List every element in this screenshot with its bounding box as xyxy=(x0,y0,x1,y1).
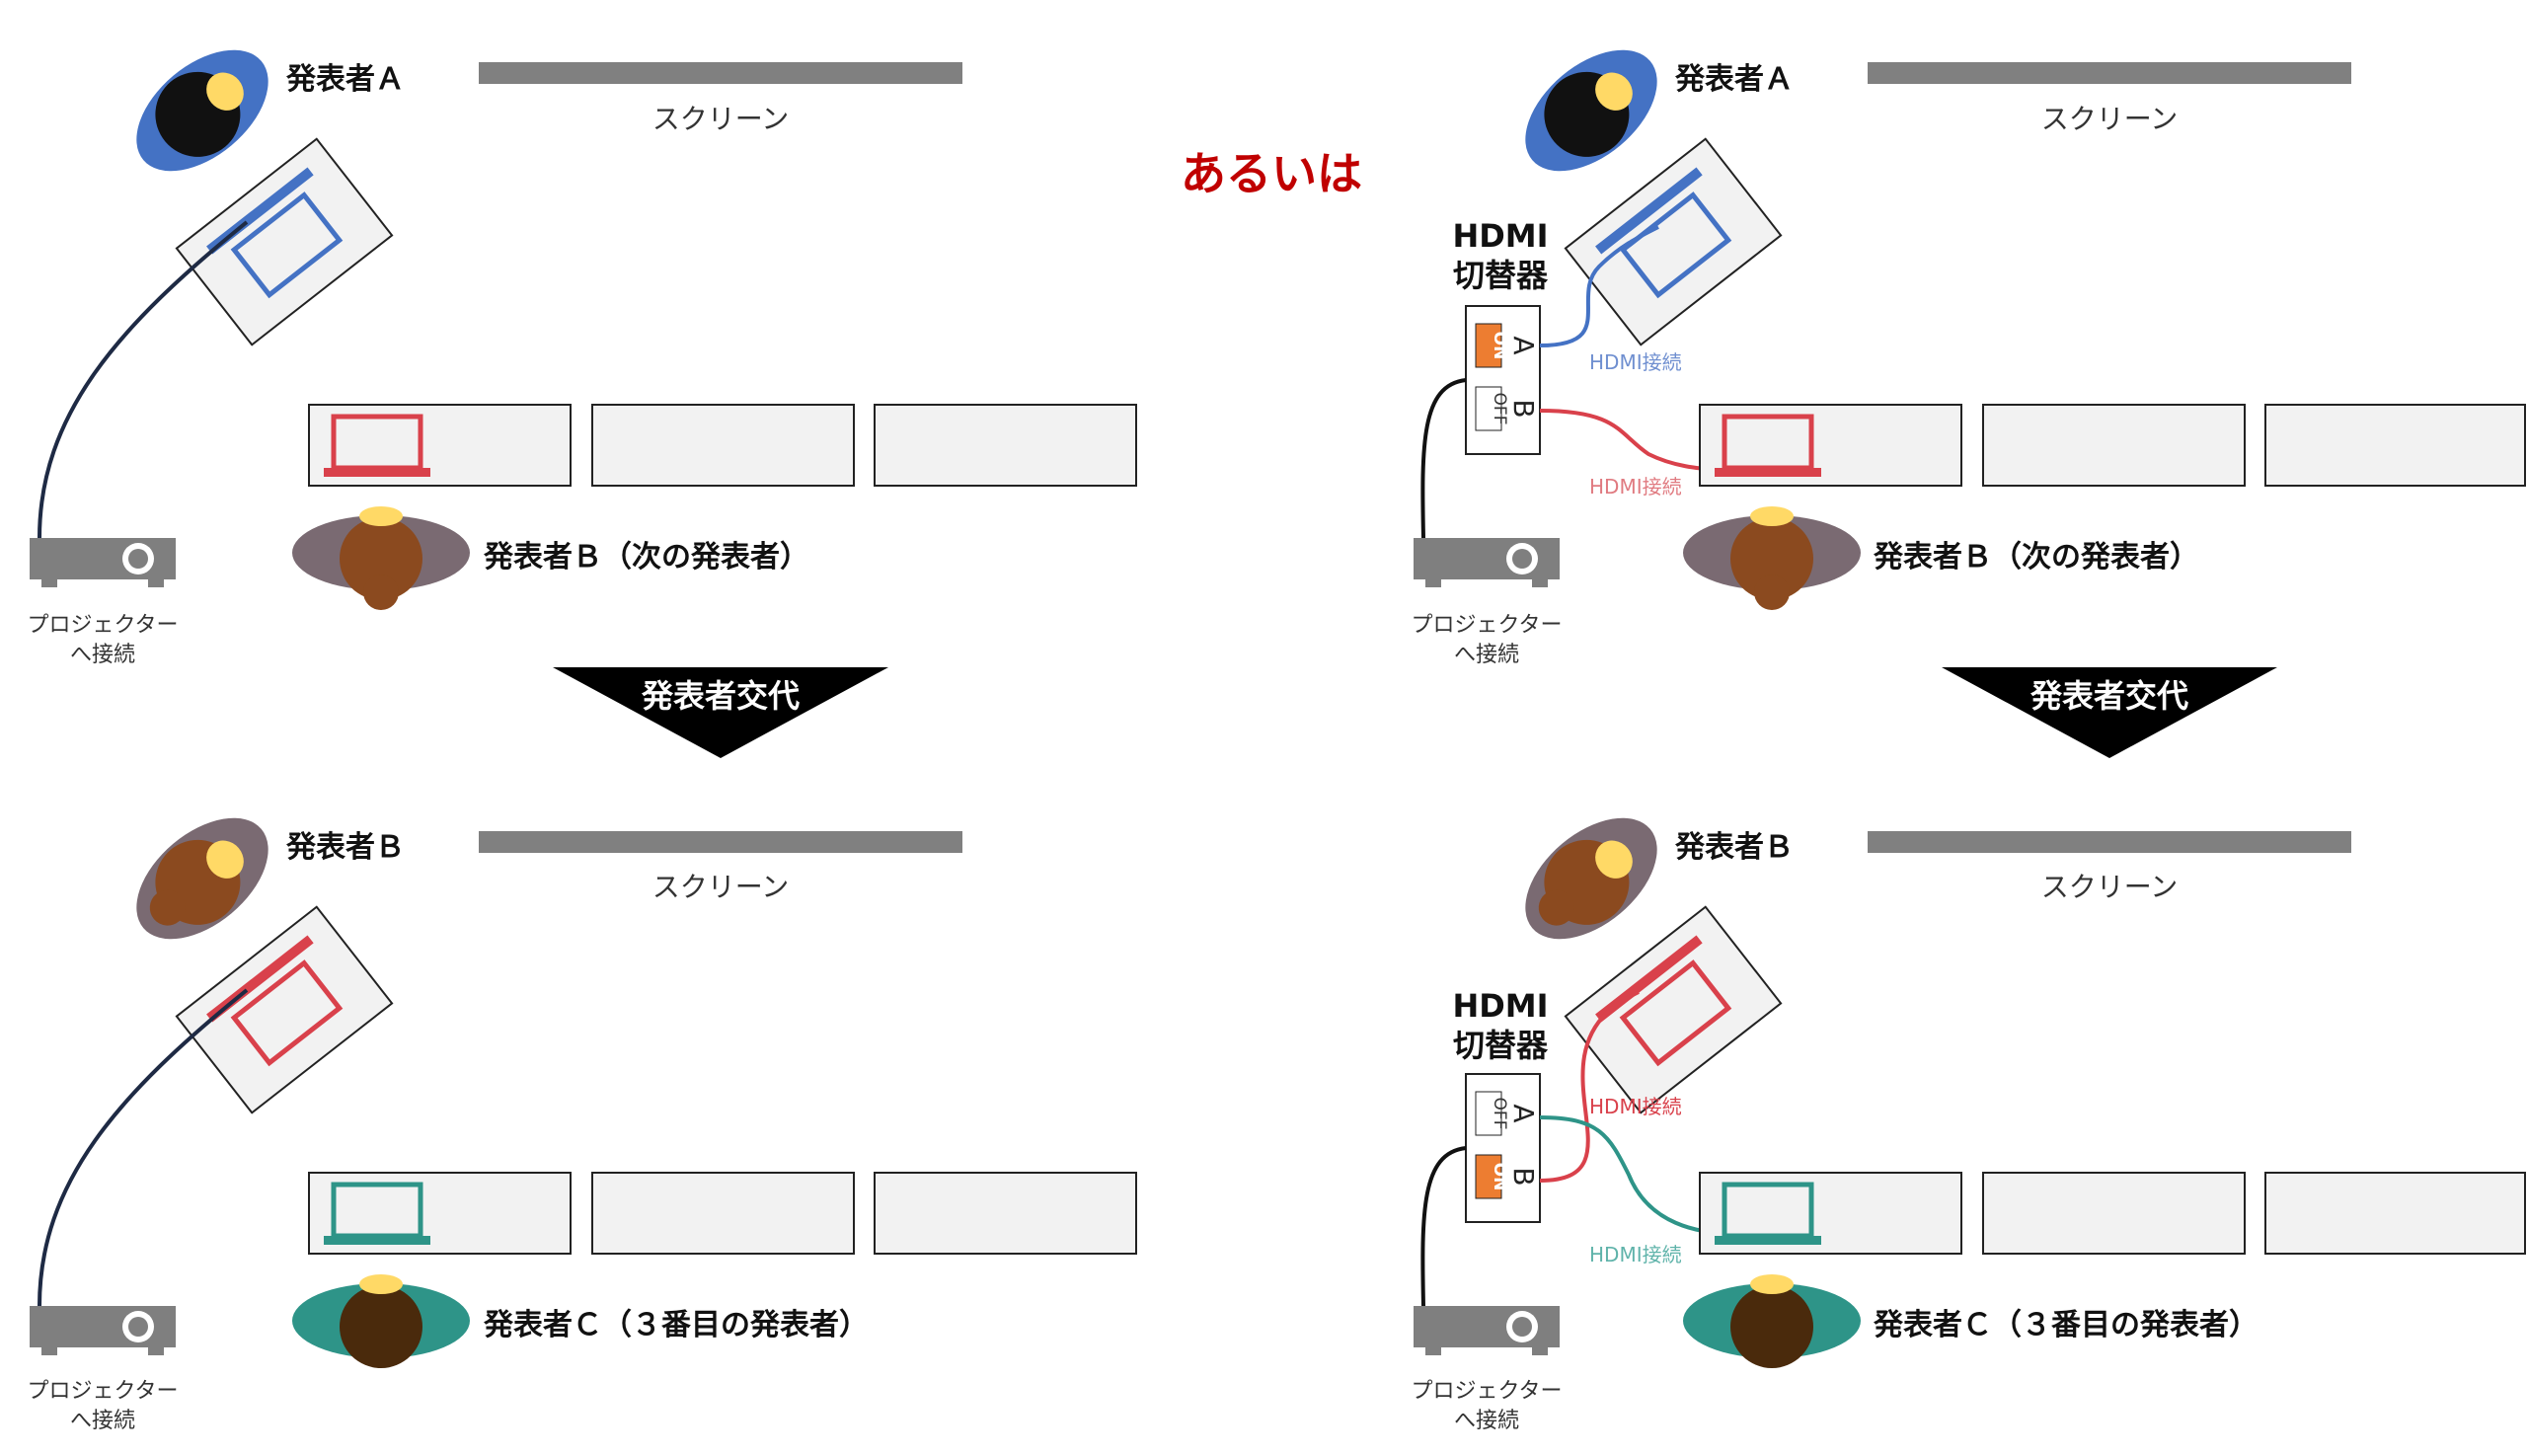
presenter-next-label: 発表者Ｂ（次の発表者） xyxy=(483,540,809,575)
screen-bar xyxy=(1868,831,2351,853)
presenter-front-label: 発表者Ａ xyxy=(285,62,405,97)
projector-label-1: プロジェクター xyxy=(1411,613,1562,638)
projector-cable xyxy=(38,220,249,539)
hdmi-connection-label: HDMI接続 xyxy=(1589,1243,1682,1266)
panel-left-bottom: スクリーン 発表者Ｂ プロジェクター へ接続 xyxy=(27,817,1137,1433)
table-2 xyxy=(1982,1172,2246,1255)
screen-bar xyxy=(479,831,962,853)
or-label: あるいは xyxy=(1181,147,1362,200)
hdmi-connection-label: HDMI接続 xyxy=(1589,1095,1682,1118)
table-3 xyxy=(874,404,1137,487)
laptop-icon xyxy=(1715,414,1821,477)
projector-label-1: プロジェクター xyxy=(1411,1379,1562,1404)
projector-label-1: プロジェクター xyxy=(27,1379,178,1404)
hdmi-switch: ON OFF A B xyxy=(1465,305,1541,455)
table-3 xyxy=(874,1172,1137,1255)
screen-label: スクリーン xyxy=(652,871,790,903)
panel-right-top: スクリーン 発表者Ａ HDMI 切替器 ON OFF A B HDMI接続 H xyxy=(1411,49,2526,667)
swap-banner-left: 発表者交代 xyxy=(553,667,888,758)
switch-a-on xyxy=(1475,323,1502,368)
podium-table xyxy=(175,905,394,1114)
screen-label: スクリーン xyxy=(652,103,790,135)
table-2 xyxy=(1982,404,2246,487)
svg-text:OFF: OFF xyxy=(1490,1098,1509,1130)
presenter-front-label: 発表者Ｂ xyxy=(1674,830,1794,865)
presenter-next-label: 発表者Ｂ（次の発表者） xyxy=(1873,540,2199,575)
projector-cable xyxy=(38,988,249,1307)
presenter-c-avatar xyxy=(1683,1274,1861,1368)
screen-label: スクリーン xyxy=(2041,103,2179,135)
projector-label-2: へ接続 xyxy=(1454,643,1519,667)
projector-icon xyxy=(30,1306,176,1355)
screen-bar xyxy=(1868,62,2351,84)
projector-label-2: へ接続 xyxy=(1454,1409,1519,1433)
laptop-icon xyxy=(324,414,430,477)
hdmi-cable-red xyxy=(1539,990,1640,1183)
laptop-icon xyxy=(230,192,344,299)
table-2 xyxy=(591,1172,855,1255)
presenter-front-label: 発表者Ｂ xyxy=(285,830,405,865)
presenter-c-avatar xyxy=(292,1274,470,1368)
port-b-label: B xyxy=(1507,399,1540,418)
port-a-label: A xyxy=(1507,336,1540,354)
presenter-front-label: 発表者Ａ xyxy=(1674,62,1794,97)
hdmi-switch-label-2: 切替器 xyxy=(1453,257,1549,294)
switch-a-off xyxy=(1475,1091,1502,1136)
svg-text:発表者交代: 発表者交代 xyxy=(641,677,800,715)
projector-cable xyxy=(1420,378,1467,539)
presenter-b-avatar xyxy=(1683,506,1861,610)
switch-b-on xyxy=(1475,1154,1502,1199)
hdmi-switch-label-1: HDMI xyxy=(1452,987,1548,1025)
table-3 xyxy=(2264,1172,2526,1255)
laptop-icon xyxy=(1619,959,1732,1067)
presenter-b-avatar xyxy=(1525,817,1657,940)
panel-left-top: スクリーン 発表者Ａ プロジェクター へ接続 xyxy=(27,49,1137,667)
port-b-label: B xyxy=(1507,1167,1540,1186)
hdmi-switch: OFF ON A B xyxy=(1465,1073,1541,1223)
svg-text:OFF: OFF xyxy=(1490,393,1509,425)
presenter-a-avatar xyxy=(136,49,268,172)
port-a-label: A xyxy=(1507,1104,1540,1122)
projector-cable xyxy=(1420,1146,1467,1307)
hdmi-cable-a xyxy=(1539,225,1659,347)
presenter-b-avatar xyxy=(136,817,268,940)
screen-bar xyxy=(479,62,962,84)
table-3 xyxy=(2264,404,2526,487)
laptop-icon xyxy=(1715,1182,1821,1245)
presenter-next-label: 発表者Ｃ（３番目の発表者） xyxy=(1873,1308,2259,1342)
podium-table xyxy=(1564,905,1783,1114)
svg-text:ON: ON xyxy=(1490,332,1509,360)
projector-label-2: へ接続 xyxy=(70,1409,135,1433)
projector-label-2: へ接続 xyxy=(70,643,135,667)
hdmi-connection-label: HDMI接続 xyxy=(1589,350,1682,374)
projector-icon xyxy=(1414,1306,1560,1355)
swap-banner-right: 発表者交代 xyxy=(1942,667,2277,758)
svg-text:ON: ON xyxy=(1490,1163,1509,1191)
hdmi-switch-label-2: 切替器 xyxy=(1453,1027,1549,1064)
panel-right-bottom: スクリーン 発表者Ｂ HDMI 切替器 OFF ON A B HDMI接続 xyxy=(1411,817,2526,1433)
projector-icon xyxy=(1414,538,1560,587)
presenter-b-avatar xyxy=(292,506,470,610)
projector-label-1: プロジェクター xyxy=(27,613,178,638)
hdmi-switch-label-1: HDMI xyxy=(1452,217,1548,255)
table-2 xyxy=(591,404,855,487)
switch-b-off xyxy=(1475,386,1502,431)
presenter-next-label: 発表者Ｃ（３番目の発表者） xyxy=(483,1308,869,1342)
laptop-icon xyxy=(230,959,344,1067)
svg-text:発表者交代: 発表者交代 xyxy=(2029,677,2188,715)
podium-table xyxy=(1564,137,1783,346)
laptop-icon xyxy=(324,1182,430,1245)
screen-label: スクリーン xyxy=(2041,871,2179,903)
podium-table xyxy=(175,137,394,346)
laptop-icon xyxy=(1619,192,1732,299)
presenter-a-avatar xyxy=(1525,49,1657,172)
projector-icon xyxy=(30,538,176,587)
hdmi-connection-label: HDMI接続 xyxy=(1589,475,1682,498)
